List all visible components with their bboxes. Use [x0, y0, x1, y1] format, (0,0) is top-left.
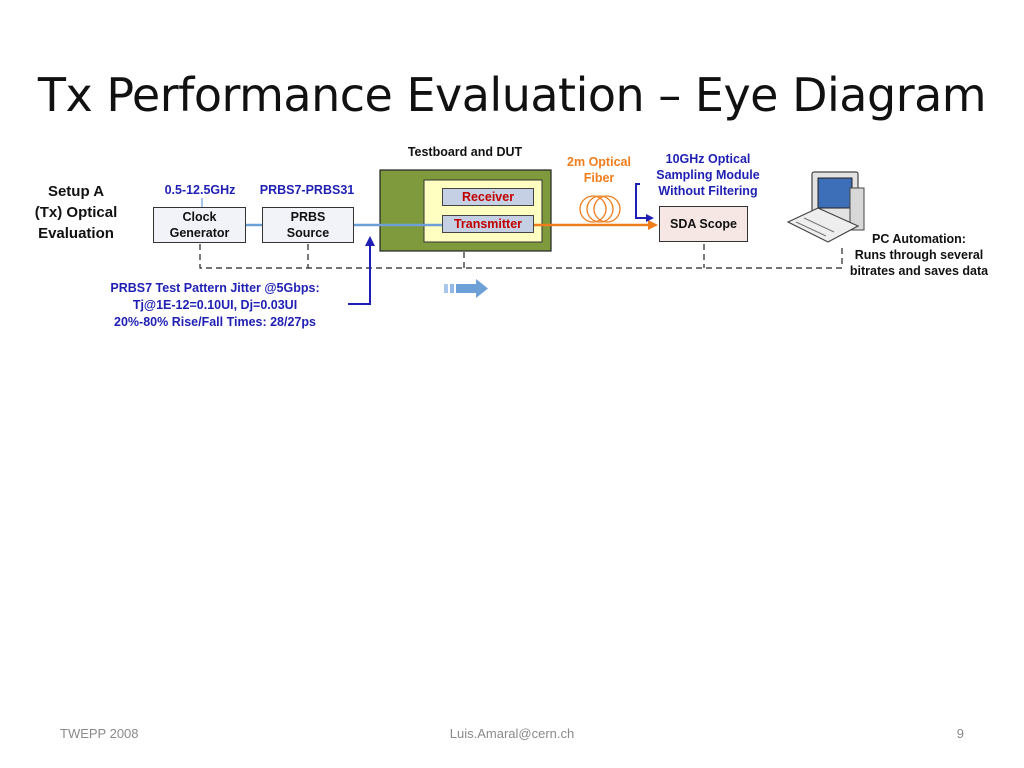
prbs-range-label: PRBS7-PRBS31 [259, 183, 355, 197]
page-number: 9 [956, 726, 964, 741]
sampling-module-line: 10GHz Optical [665, 152, 751, 166]
automation-bus [199, 244, 843, 269]
jitter-note-bracket [348, 243, 371, 305]
setup-label-line: Setup A [47, 183, 105, 200]
footer-event: TWEPP 2008 [60, 726, 139, 741]
jitter-note-line: 20%-80% Rise/Fall Times: 28/27ps [114, 315, 316, 329]
sampling-module-label: 10GHz Optical Sampling Module Without Fi… [642, 151, 774, 199]
fiber-coil-icon [579, 195, 621, 223]
fiber-label: 2m Optical Fiber [556, 154, 642, 186]
signal-direction-arrow [444, 279, 488, 298]
fiber-label-line: 2m Optical [567, 155, 631, 169]
clock-generator-label: Generator [169, 226, 230, 240]
bracket-arrowhead [646, 214, 654, 222]
fiber-arrowhead [648, 220, 658, 230]
pc-automation-line: PC Automation: [872, 232, 966, 246]
footer-email: Luis.Amaral@cern.ch [449, 726, 575, 741]
slide-title: Tx Performance Evaluation – Eye Diagram [37, 68, 987, 122]
jitter-note: PRBS7 Test Pattern Jitter @5Gbps: Tj@1E-… [84, 280, 346, 331]
prbs-source-label: Source [286, 226, 330, 240]
jitter-note-line: PRBS7 Test Pattern Jitter @5Gbps: [110, 281, 320, 295]
pc-automation-line: bitrates and saves data [849, 264, 989, 278]
sampling-module-line: Without Filtering [658, 184, 758, 198]
sampling-module-bracket [635, 183, 648, 219]
clock-generator-label: Clock [182, 210, 217, 224]
pc-automation-label: PC Automation: Runs through several bitr… [836, 231, 1002, 279]
sda-scope-box: SDA Scope [659, 206, 748, 242]
jitter-note-line: Tj@1E-12=0.10UI, Dj=0.03UI [132, 298, 298, 312]
fiber-label-line: Fiber [583, 171, 615, 185]
pc-automation-line: Runs through several [854, 248, 984, 262]
clock-generator-box: Clock Generator [153, 207, 246, 243]
setup-label-line: (Tx) Optical [34, 204, 118, 221]
frequency-range-label: 0.5-12.5GHz [164, 183, 236, 197]
jitter-arrowhead [365, 236, 375, 246]
transmitter-box: Transmitter [442, 215, 534, 233]
prbs-source-label: PRBS [290, 210, 326, 224]
setup-label: Setup A (Tx) Optical Evaluation [18, 181, 134, 244]
receiver-box: Receiver [442, 188, 534, 206]
sampling-module-line: Sampling Module [656, 168, 760, 182]
computer-icon [786, 171, 865, 243]
setup-label-line: Evaluation [38, 225, 114, 242]
testboard-label: Testboard and DUT [407, 145, 523, 159]
prbs-source-box: PRBS Source [262, 207, 354, 243]
